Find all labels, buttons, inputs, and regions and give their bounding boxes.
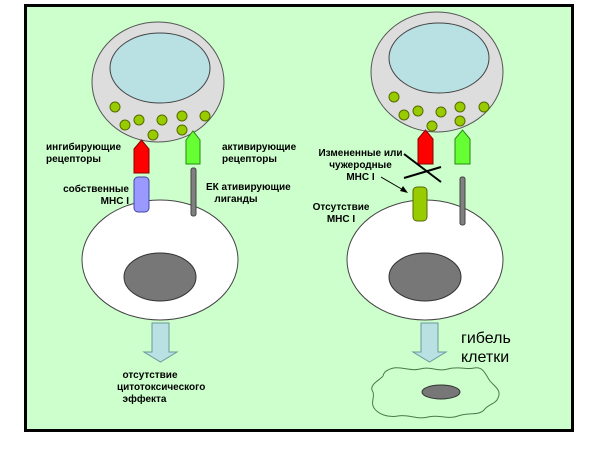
granule [435,106,447,118]
no-cytotoxic-effect-label: отсутствие цитотоксического эффекта [117,370,206,405]
granule [478,101,490,113]
nk-cell-nucleus [109,32,211,104]
granule [176,110,188,122]
pointer-line [380,176,406,192]
self-mhc-label: собственные МНС I [63,184,129,207]
altered-mhc-molecule [412,186,428,222]
absent-mhc-label: Отсутствие МНС I [312,202,370,225]
dead-cell-nucleus [421,384,461,400]
altered-or-foreign-mhc-label: Измененные или чужеродные МНС I [318,148,403,183]
activating-receptor [454,129,471,165]
granule [133,114,145,126]
granule [388,91,400,103]
granules [388,91,490,132]
granule [147,129,159,141]
inhibitory-receptor [417,129,434,165]
right-nk-cell [370,11,504,133]
right-target-cell [346,199,504,321]
granule [398,109,410,121]
left-nk-cell [91,21,225,143]
pointer-arrowhead [400,186,408,193]
outcome-arrow-right [411,322,448,363]
inhibitory-receptors-label: ингибирующие рецепторы [46,142,122,165]
cross-line [403,153,442,183]
cross-line [403,166,442,179]
granule [426,120,438,132]
granule [119,119,131,131]
activating-receptors-label: активирующие рецепторы [222,142,297,165]
granule [156,114,168,126]
nk-activating-ligand [190,167,197,217]
target-cell-nucleus [123,252,197,302]
left-target-cell [81,199,239,321]
inhibitory-receptor [133,139,150,174]
granule [454,101,466,113]
granule [109,101,121,113]
granules [109,101,211,141]
nk-activating-ligands-label: ЕК ативирующие лиганды [206,182,291,205]
nk-activating-ligand [459,176,466,226]
nk-cell-nucleus [388,22,490,94]
granule [412,105,424,117]
granule [199,110,211,122]
dead-target-cell [371,367,500,419]
pointer-arrow [380,176,408,193]
target-cell-nucleus [388,252,462,302]
self-mhc-molecule [133,176,150,213]
cell-death-label: гибель клетки [461,330,511,366]
blocked-interaction-cross [403,153,442,183]
granule [176,124,188,136]
activating-receptor [185,130,201,165]
outcome-arrow-left [142,322,179,363]
granule [454,115,466,127]
